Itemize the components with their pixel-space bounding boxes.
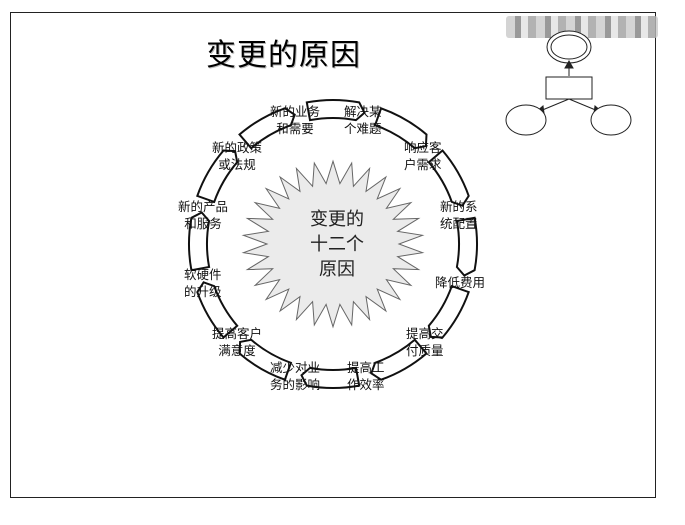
ring-arrow-segment-1 (305, 98, 366, 122)
ring-arrow-segment-12 (238, 107, 296, 150)
ring-arrow-segment-9 (196, 281, 239, 339)
ring-arrow-segment-7 (300, 366, 361, 390)
reason-label-12: 新的政策或法规 (212, 140, 263, 172)
left-arrow (539, 98, 570, 112)
up-arrow-head (564, 59, 574, 69)
top-node-inner (550, 34, 588, 60)
middle-node (545, 76, 593, 100)
page-title: 变更的原因 (206, 38, 361, 73)
center-line-2: 十二个 (310, 234, 364, 255)
ring-arrow-segment-2 (373, 107, 428, 150)
ring-arrow-segment-3 (427, 149, 470, 207)
reason-label-6: 提高交付质量 (406, 326, 444, 358)
ring-arrow-segment-6 (370, 338, 428, 381)
left-node (505, 104, 547, 136)
reason-label-5: 降低费用 (435, 275, 486, 290)
ring-arrow-segment-11 (196, 149, 239, 204)
ring-arrow-segment-8 (238, 338, 293, 381)
center-line-3: 原因 (319, 259, 355, 280)
ring-arrow-segment-4 (455, 216, 479, 277)
reason-label-2: 解决某个难题 (344, 104, 382, 136)
right-node (590, 104, 632, 136)
reason-label-11: 新的产品和服务 (178, 199, 229, 231)
ring-arrow-segment-10 (187, 211, 211, 272)
reason-label-7: 提高工作效率 (347, 360, 385, 392)
reason-ring (187, 98, 479, 390)
starburst-shape (241, 159, 425, 329)
center-label: 变更的 十二个 原因 (292, 207, 382, 282)
reason-label-8: 减少对业务的影响 (270, 360, 321, 392)
ring-arrow-segment-5 (427, 284, 470, 339)
reason-label-10: 软硬件的升级 (184, 267, 222, 299)
mini-flow-diagram (505, 30, 632, 136)
reason-label-4: 新的系统配置 (440, 199, 478, 231)
center-line-1: 变更的 (310, 209, 364, 230)
reason-label-1: 新的业务和需要 (270, 104, 321, 136)
logo-watermark (506, 16, 658, 38)
reason-label-3: 响应客户需求 (404, 140, 442, 172)
reason-label-9: 提高客户满意度 (212, 326, 263, 358)
right-arrow (568, 98, 599, 112)
